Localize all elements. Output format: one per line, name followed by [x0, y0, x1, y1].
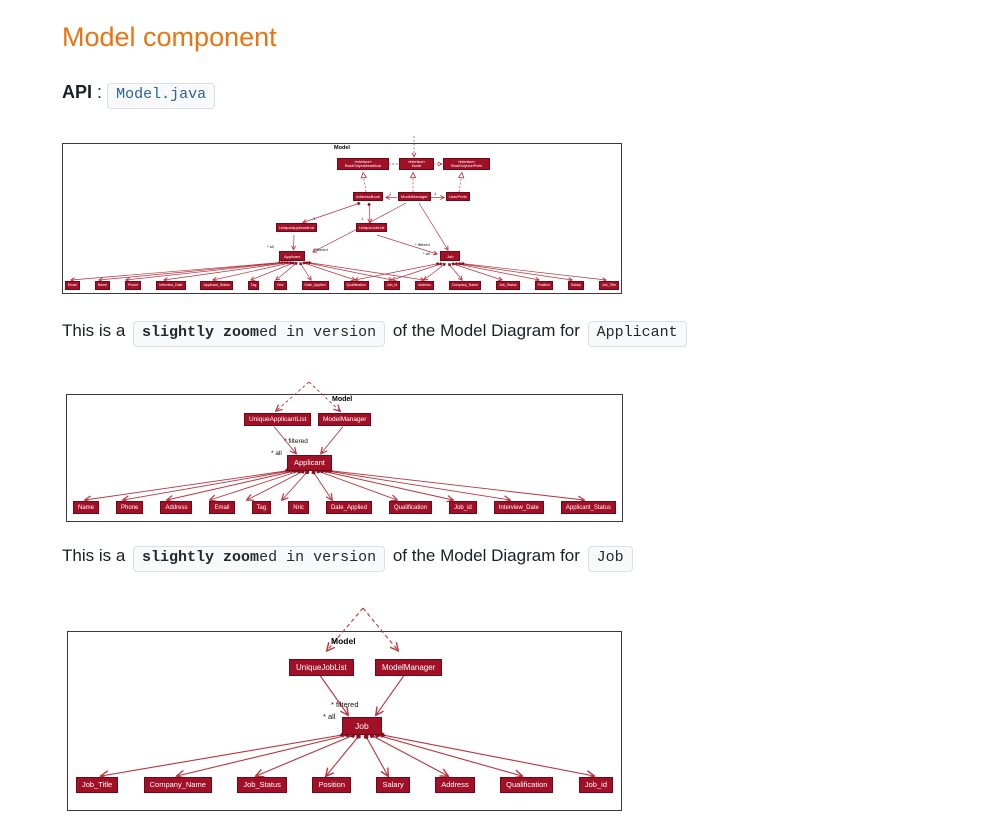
d1-node-job: Job: [440, 251, 461, 261]
attr-box: Interview_Date: [156, 281, 186, 290]
d1-node-model-interface: «interface» Model: [399, 158, 434, 171]
attr-box: Salary: [568, 281, 584, 290]
api-label: API: [62, 82, 93, 102]
d1-node-readonly-userprefs: «interface» ReadOnlyUserPrefs: [443, 158, 490, 171]
d2-mult-filtered: * filtered: [284, 438, 308, 445]
model-full-diagram: Model «interface» ReadOnlyAddressBook «i…: [62, 136, 622, 294]
attr-box: Salary: [376, 777, 410, 794]
d1-mult-one-addressbook: 1: [389, 191, 392, 196]
attr-box: Qualification: [389, 501, 433, 515]
d1-node-addressbook: AddressBook: [353, 192, 383, 201]
attr-box: Company_Name: [143, 777, 212, 794]
d1-mult-one-ujl: 1: [361, 216, 364, 221]
d3-attribute-row: Job_Title Company_Name Job_Status Positi…: [76, 777, 613, 794]
caption-code-zoomed: slightly zoomed in version: [133, 321, 386, 347]
attr-box: Address: [160, 501, 193, 515]
d1-node-readonly-addressbook: «interface» ReadOnlyAddressBook: [337, 158, 389, 171]
attr-box: Qualification: [343, 281, 369, 290]
d1-stereotype-left: «interface»: [354, 160, 372, 164]
caption-applicant: This is a slightly zoomed in version of …: [62, 321, 690, 347]
attr-box: Interview_Date: [493, 501, 544, 515]
d2-node-applicant: Applicant: [287, 455, 332, 471]
attr-box: Position: [534, 281, 554, 290]
d3-node-modelmanager: ModelManager: [375, 659, 443, 677]
applicant-model-diagram: Model UniqueApplicantList ModelManager *…: [66, 381, 623, 522]
attr-box: Position: [312, 777, 352, 794]
attr-box: Address: [435, 777, 475, 794]
caption-middle: of the Model Diagram for: [392, 321, 580, 340]
d3-mult-all: * all: [323, 712, 336, 721]
d1-attribute-row: Email Name Phone Interview_Date Applican…: [65, 281, 619, 290]
d3-mult-filtered: * filtered: [331, 700, 359, 709]
caption-target-applicant: Applicant: [587, 321, 687, 347]
attr-box: Qualification: [500, 777, 554, 794]
d1-mult-filtered-applicant: * filtered: [313, 247, 328, 252]
d1-mult-one-ual: 1: [313, 216, 316, 221]
attr-box: Email: [209, 501, 235, 515]
attr-box: Tag: [247, 281, 260, 290]
d1-name-mid: Model: [411, 164, 422, 169]
attr-box: Job_Title: [76, 777, 119, 794]
attr-box: Phone: [125, 281, 142, 290]
attr-box: Job_id: [578, 777, 613, 794]
caption-code-bold: slightly zoom: [142, 549, 260, 566]
d1-stereotype-mid: «interface»: [407, 160, 426, 164]
d1-mult-one-userprefs: 1: [434, 191, 437, 196]
d1-frame-title: Model: [334, 145, 350, 151]
attr-box: Applicant_Status: [560, 501, 616, 515]
attr-box: Name: [94, 281, 111, 290]
caption-prefix: This is a: [62, 546, 126, 565]
attr-box: Email: [65, 281, 80, 290]
attr-box: Name: [73, 501, 100, 515]
attr-box: Job_Title: [598, 281, 619, 290]
d1-name-left: ReadOnlyAddressBook: [344, 164, 382, 169]
d1-name-right: ReadOnlyUserPrefs: [450, 164, 483, 169]
caption-code-bold: slightly zoom: [142, 324, 260, 341]
job-model-diagram: Model UniqueJobList ModelManager * filte…: [67, 607, 622, 811]
d2-mult-all: * all: [271, 450, 282, 457]
attr-box: Tag: [251, 501, 272, 515]
attr-box: Job_id: [449, 501, 477, 515]
api-colon: :: [97, 82, 103, 102]
caption-code-rest: ed in version: [259, 549, 377, 566]
attr-box: Job_Status: [237, 777, 287, 794]
caption-prefix: This is a: [62, 321, 126, 340]
d3-node-unique-job-list: UniqueJobList: [289, 659, 354, 677]
attr-box: Company_Name: [448, 281, 482, 290]
attr-box: Address: [415, 281, 434, 290]
d2-model-label: Model: [332, 396, 353, 403]
d1-mult-filtered-job: * filtered: [415, 242, 430, 247]
caption-code-rest: ed in version: [259, 324, 377, 341]
attr-box: Job_id: [383, 281, 401, 290]
d3-node-job: Job: [342, 717, 382, 736]
d1-node-unique-job-list: UniqueJobList: [356, 223, 388, 232]
attr-box: Job_Status: [496, 281, 520, 290]
attr-box: Date_Applied: [325, 501, 372, 515]
caption-code-zoomed: slightly zoomed in version: [133, 546, 386, 572]
d2-node-unique-applicant-list: UniqueApplicantList: [244, 413, 312, 427]
attr-box: Phone: [116, 501, 144, 515]
d2-node-modelmanager: ModelManager: [318, 413, 372, 427]
attr-box: Nric: [274, 281, 287, 290]
d3-model-label: Model: [331, 636, 356, 646]
caption-job: This is a slightly zoomed in version of …: [62, 546, 636, 572]
api-line: API : Model.java: [62, 82, 216, 109]
d1-mult-all-applicant: * all: [267, 244, 274, 249]
attr-box: Nric: [288, 501, 309, 515]
attr-box: Applicant_Status: [200, 281, 233, 290]
caption-middle: of the Model Diagram for: [392, 546, 580, 565]
d1-node-unique-applicant-list: UniqueApplicantList: [276, 223, 318, 232]
attr-box: Date_Applied: [301, 281, 329, 290]
caption-target-job: Job: [587, 546, 633, 572]
d1-node-modelmanager: ModelManager: [398, 192, 431, 201]
d1-node-applicant: Applicant: [279, 251, 306, 261]
d1-stereotype-right: «interface»: [457, 160, 476, 164]
d1-node-userprefs: UserPrefs: [446, 192, 470, 201]
d1-mult-all-job: * all: [423, 251, 430, 256]
api-link[interactable]: Model.java: [107, 83, 216, 109]
page-title: Model component: [62, 22, 277, 52]
d2-attribute-row: Name Phone Address Email Tag Nric Date_A…: [73, 501, 616, 515]
